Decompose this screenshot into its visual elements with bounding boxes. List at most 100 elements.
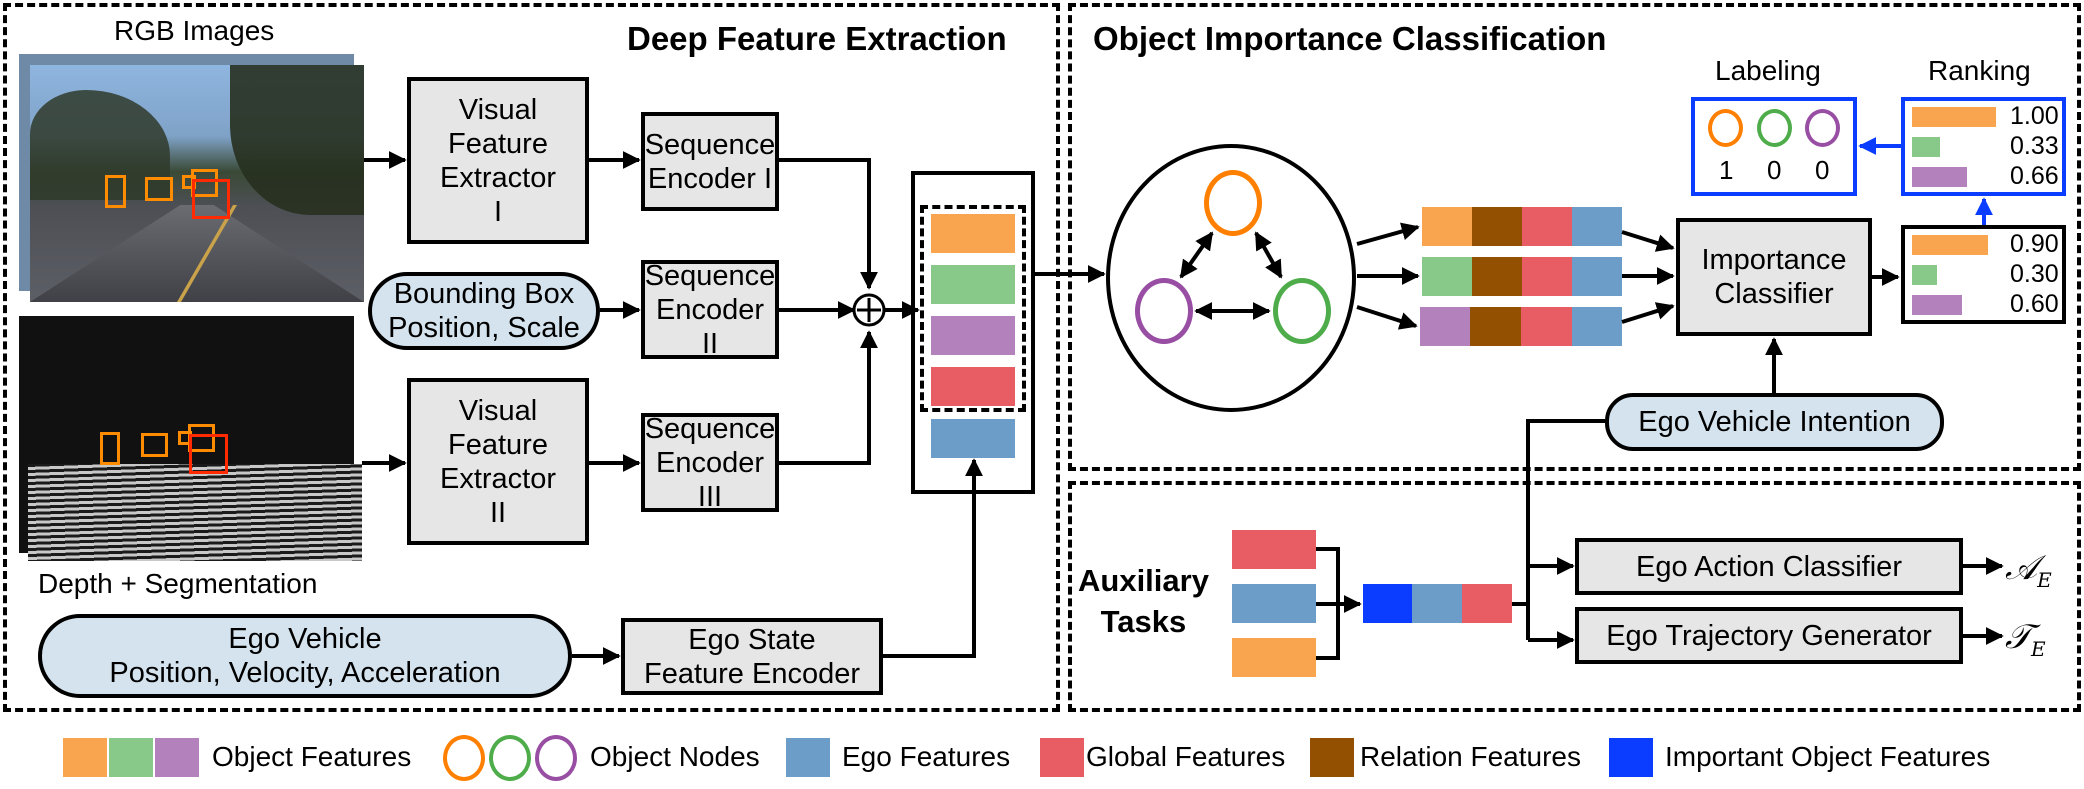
stack-object-feature-purple [931, 316, 1015, 355]
legend-swatch-orange [63, 738, 107, 777]
scores-box [1901, 225, 2066, 324]
bounding-box-input: Bounding Box Position, Scale [368, 272, 600, 350]
label-value-purple: 0 [1815, 155, 1830, 185]
rgb-image [30, 65, 364, 302]
ranking-bar-purple [1912, 167, 1968, 187]
ranking-box [1901, 97, 2066, 196]
sum-plus-icon [857, 298, 881, 322]
object-features-group [920, 205, 1026, 412]
ranking-bar-green [1912, 137, 1940, 157]
legend-swatch-green [109, 738, 153, 777]
ego-vehicle-input: Ego Vehicle Position, Velocity, Accelera… [38, 614, 572, 698]
object-importance-panel [1068, 3, 2081, 471]
depth-image [28, 324, 362, 561]
stack-ego-feature [931, 419, 1015, 458]
label-node-purple [1805, 109, 1840, 147]
bbox-orange-1 [105, 175, 126, 208]
trajectory-output-main: 𝒯 [2005, 617, 2032, 657]
concat-object-green [1422, 257, 1472, 296]
labeling-title: Labeling [1715, 55, 1821, 86]
concat-global [1522, 257, 1572, 296]
auxiliary-tasks-title: Auxiliary Tasks [1078, 563, 1209, 639]
action-output-sub: E [2037, 567, 2052, 592]
concat-object-purple [1420, 307, 1470, 346]
ranking-title: Ranking [1928, 55, 2031, 86]
ranking-value-green: 0.33 [2010, 132, 2059, 160]
legend-important-object-features: Important Object Features [1665, 741, 1991, 772]
edge-orange-green [1254, 231, 1283, 279]
importance-classifier: Importance Classifier [1676, 218, 1872, 336]
depth-segmentation-label: Depth + Segmentation [38, 568, 318, 599]
line-encoder-to-stack [883, 458, 983, 658]
ego-vehicle-intention: Ego Vehicle Intention [1605, 393, 1944, 451]
deep-feature-extraction-panel [3, 3, 1060, 712]
legend-ego-features: Ego Features [842, 741, 1011, 772]
line-se1-to-sum [779, 158, 878, 290]
legend-swatch-purple [155, 738, 199, 777]
concat-global [1521, 307, 1572, 346]
legend-global-features: Global Features [1086, 741, 1286, 772]
visual-feature-extractor-2: Visual Feature Extractor II [407, 378, 589, 545]
aux-ego-feature [1232, 584, 1316, 623]
depth-bbox-red [189, 434, 228, 474]
concat-relation [1472, 257, 1522, 296]
legend-object-nodes: Object Nodes [590, 741, 760, 772]
ego-action-classifier: Ego Action Classifier [1575, 538, 1963, 595]
score-bar-purple [1912, 295, 1963, 315]
arrow-graph-to-row3 [1356, 305, 1418, 330]
concat-ego [1572, 207, 1622, 246]
graph-container [1106, 144, 1356, 412]
auxiliary-tasks-panel [1068, 481, 2081, 712]
stack-global-feature [931, 367, 1015, 406]
concat-relation [1470, 307, 1521, 346]
concat-ego [1572, 307, 1622, 346]
depth-bbox-orange-2 [141, 433, 168, 457]
node-purple [1135, 278, 1193, 344]
sequence-encoder-1: Sequence Encoder I [641, 112, 779, 211]
aux-concat-important [1363, 584, 1412, 623]
stack-object-feature-green [931, 265, 1015, 304]
legend-node-orange [443, 735, 485, 781]
arrow-row3-to-classifier [1621, 302, 1675, 324]
node-green [1273, 278, 1331, 344]
legend-swatch-relation [1310, 738, 1354, 777]
ego-trajectory-generator: Ego Trajectory Generator [1575, 607, 1963, 664]
deep-feature-extraction-title: Deep Feature Extraction [627, 20, 1007, 57]
depth-bbox-orange-1 [100, 432, 120, 465]
labeling-box [1691, 97, 1857, 196]
stack-object-feature-orange [931, 214, 1015, 253]
edge-orange-purple [1179, 231, 1214, 279]
concat-global [1522, 207, 1572, 246]
line-se3-to-sum [779, 330, 878, 465]
legend-swatch-global [1040, 738, 1084, 777]
rgb-images-label: RGB Images [114, 15, 275, 46]
ranking-bar-orange [1912, 107, 1996, 127]
legend-swatch-ego [786, 738, 830, 777]
action-output-main: 𝒜 [2005, 548, 2038, 588]
score-bar-orange [1912, 235, 1988, 255]
ranking-value-purple: 0.66 [2010, 162, 2059, 190]
aux-object-feature [1232, 638, 1316, 677]
score-value-green: 0.30 [2010, 260, 2059, 288]
arrow-row1-to-classifier [1621, 230, 1675, 252]
aux-global-feature [1232, 530, 1316, 569]
visual-feature-extractor-1: Visual Feature Extractor I [407, 77, 589, 244]
depth-stripes [28, 464, 362, 561]
label-node-orange [1708, 109, 1743, 147]
line-intention-to-aux [1526, 419, 1605, 640]
legend-node-purple [535, 735, 577, 781]
node-orange [1204, 170, 1262, 236]
label-node-green [1757, 109, 1792, 147]
legend-object-features: Object Features [212, 741, 412, 772]
score-value-purple: 0.60 [2010, 290, 2059, 318]
bbox-orange-2 [145, 177, 173, 201]
trajectory-output-sub: E [2031, 636, 2046, 661]
legend-relation-features: Relation Features [1360, 741, 1582, 772]
concat-relation [1472, 207, 1522, 246]
sequence-encoder-2: Sequence Encoder II [641, 260, 779, 360]
concat-ego [1572, 257, 1622, 296]
concat-object-orange [1422, 207, 1472, 246]
action-output-symbol: 𝒜E [2005, 548, 2052, 592]
label-value-orange: 1 [1719, 155, 1734, 185]
